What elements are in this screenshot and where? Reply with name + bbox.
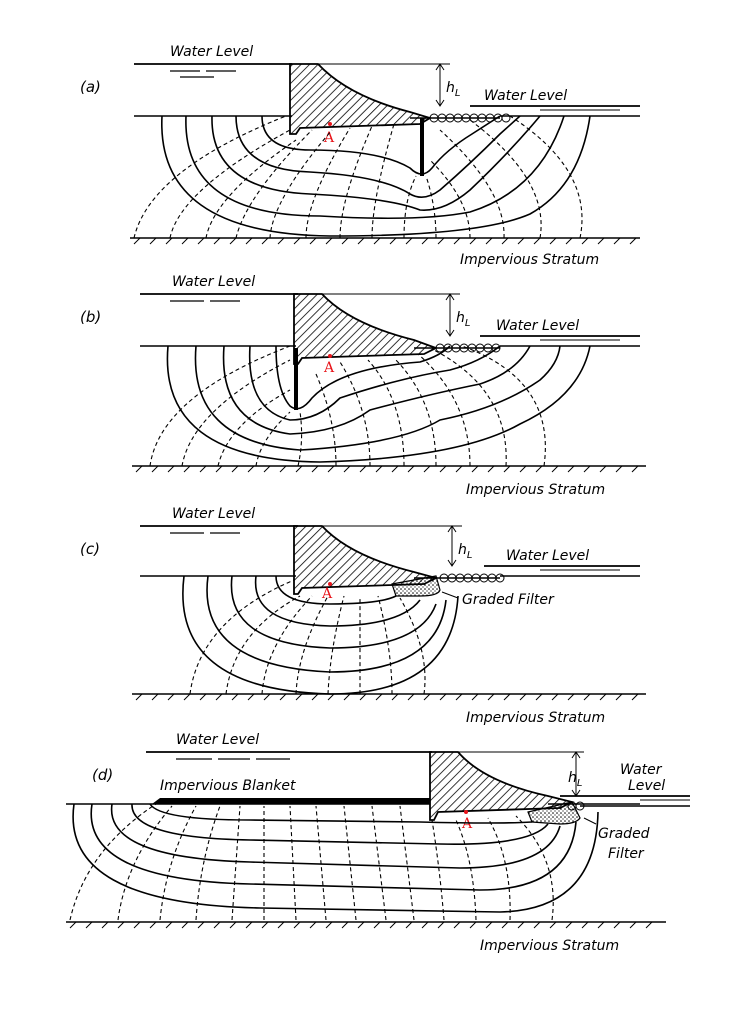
panel-c-filter-label: Graded Filter [462, 592, 555, 608]
panel-d-filter-label-2: Filter [608, 846, 645, 862]
panel-d-label: (d) [92, 766, 113, 784]
panel-c-base-hatch [135, 693, 639, 701]
panel-d-upstream-water-label: Water Level [176, 732, 259, 748]
panel-b-upstream-water-label: Water Level [172, 274, 255, 290]
panel-b-riprap [435, 343, 501, 353]
panel-d-flow-lines [72, 803, 599, 913]
panel-a-point-a-label: A [323, 130, 335, 146]
panel-c-upstream-water-label: Water Level [172, 506, 255, 522]
panel-d-downstream-water-label-2: Level [628, 778, 665, 794]
panel-d-blanket-label: Impervious Blanket [160, 778, 296, 794]
panel-d-impervious-blanket [152, 798, 430, 804]
panel-a-downstream-water-label: Water Level [484, 88, 567, 104]
panel-c-riprap [439, 573, 505, 583]
panel-b-base-label: Impervious Stratum [466, 482, 605, 498]
panel-d-head-label: hL [568, 770, 582, 789]
panel-a-cutoff [420, 118, 424, 176]
panel-b-flow-lines [166, 345, 591, 463]
panel-c-upstream-water [140, 525, 298, 534]
panel-b-upstream-water [140, 293, 298, 302]
panel-b-dam [293, 293, 439, 365]
panel-d-riprap [567, 801, 585, 811]
panel-c-graded-filter [391, 575, 441, 597]
panel-a-riprap [429, 113, 511, 123]
panel-a-head-label: hL [446, 80, 460, 99]
panel-a-upstream-water-label: Water Level [170, 44, 253, 60]
panel-c-point-a-marker [328, 582, 332, 586]
panel-d-equipotential-lines [69, 803, 554, 921]
panel-b-point-a-label: A [323, 360, 335, 376]
panel-a-base-label: Impervious Stratum [460, 252, 599, 268]
panel-a-base-hatch [133, 237, 637, 245]
panel-d-downstream-water-label-1: Water [620, 762, 663, 778]
panel-a-upstream-water [134, 63, 292, 78]
panel-c-downstream-water-label: Water Level [506, 548, 589, 564]
panel-a-point-a-marker [328, 122, 332, 126]
panel-c-head-label: hL [458, 542, 472, 561]
panel-c: (c) Water Level Water Level hL G [80, 506, 646, 726]
panel-d-point-a-label: A [461, 816, 473, 832]
panel-a-flow-lines [161, 115, 591, 237]
panel-d-base-hatch [69, 921, 653, 929]
panel-d-point-a-marker [464, 810, 468, 814]
panel-c-point-a-label: A [321, 586, 333, 602]
panel-a-label: (a) [80, 78, 101, 96]
panel-d: (d) Water Level Impervious Blanket Water… [66, 732, 690, 954]
panel-d-filter-leader [583, 817, 597, 825]
panel-d-filter-label-1: Graded [598, 826, 650, 842]
panel-c-label: (c) [80, 540, 100, 558]
panel-a: (a) Water Level Water Level hL [80, 44, 640, 268]
panel-a-equipotential-lines [133, 115, 583, 239]
panel-b-head-dimension [296, 293, 460, 337]
panel-d-base-label: Impervious Stratum [480, 938, 619, 954]
panel-c-dam [293, 525, 439, 595]
panel-b: (b) Water Level Water Level hL A [80, 274, 646, 498]
panel-b-base-hatch [135, 465, 639, 473]
panel-b-downstream-water-label: Water Level [496, 318, 579, 334]
panel-b-label: (b) [80, 308, 101, 326]
panel-c-head-dimension [296, 525, 462, 567]
panel-d-graded-filter [527, 801, 581, 825]
panel-b-equipotential-lines [149, 345, 546, 467]
panel-b-head-label: hL [456, 310, 470, 329]
panel-a-dam [289, 63, 433, 135]
panel-b-cutoff [294, 348, 298, 410]
panel-c-equipotential-lines [189, 579, 426, 695]
panel-d-dam [429, 751, 575, 821]
panel-c-filter-leader [441, 591, 459, 599]
panel-d-upstream-water [146, 751, 432, 760]
panel-b-point-a-marker [328, 354, 332, 358]
panel-c-base-label: Impervious Stratum [466, 710, 605, 726]
